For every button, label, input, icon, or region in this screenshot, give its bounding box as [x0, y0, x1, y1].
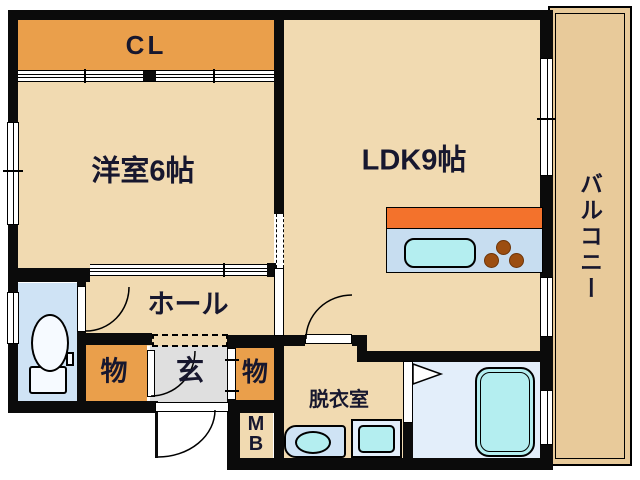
entrance-door-leaf — [155, 412, 158, 458]
kitchen-counter-top — [386, 207, 543, 229]
wall-toilet-right — [77, 282, 86, 403]
wall-ldk-jog — [357, 335, 367, 362]
bathroom-folding-door — [403, 361, 413, 423]
western-room-floor — [18, 70, 274, 276]
western-room-label: 洋室6帖 — [91, 155, 195, 188]
storage-right-door — [225, 348, 239, 400]
meter-box-label-b: B — [248, 433, 264, 455]
window-ldk-right-lower — [540, 277, 553, 337]
western-ldk-partition-dashed — [276, 214, 284, 268]
wall-toilet-top — [18, 268, 90, 282]
wall-bottom-right — [227, 458, 553, 470]
wall-top — [8, 10, 553, 20]
wall-bottom-left — [8, 401, 158, 413]
wall-western-ldk — [274, 20, 284, 214]
ldk-label: LDK9帖 — [361, 144, 467, 177]
bathtub — [475, 367, 535, 457]
storage-left-label: 物 — [100, 356, 128, 387]
wall-hall-bottom-left — [86, 333, 152, 345]
storage-left-door-leaf — [147, 350, 155, 397]
closet-sliding-door — [18, 69, 274, 83]
wall-hall-bottom-right — [227, 335, 284, 348]
closet-label: CL — [125, 30, 167, 60]
wall-bath-left — [403, 422, 413, 458]
toilet-door-opening — [77, 286, 86, 332]
window-ldk-right-upper — [540, 58, 553, 176]
stove-burner-icon — [484, 253, 499, 268]
entrance-label: 玄 — [175, 355, 205, 386]
stove-burner-icon — [509, 253, 524, 268]
window-tick — [537, 118, 556, 120]
entrance-door-opening — [155, 402, 229, 412]
balcony-label: バルコニー — [576, 172, 603, 302]
ldk-floor — [284, 20, 540, 362]
storage-right-label: 物 — [241, 357, 269, 387]
hall-label: ホール — [147, 289, 229, 320]
wall-above-meter-box — [227, 400, 284, 413]
closet-door-center-post — [143, 71, 156, 81]
stove-burner-icon — [496, 240, 511, 255]
window-toilet-left — [7, 292, 19, 344]
wall-ldk-bottom-a — [274, 335, 305, 346]
window-western-left — [7, 122, 19, 225]
storage-right-floor — [236, 346, 274, 400]
window-bathroom — [540, 390, 553, 445]
entrance-step-dashed — [152, 334, 228, 347]
wall-ldk-bottom-c — [360, 351, 543, 362]
toilet-bowl — [31, 314, 69, 372]
wall-slidedoor-endpost — [267, 263, 277, 277]
balcony-area — [548, 6, 632, 466]
meter-box-floor — [240, 413, 273, 458]
balcony-railing-line — [555, 13, 625, 459]
window-tick — [3, 170, 23, 172]
wall-center-lower — [274, 334, 284, 458]
washbasin-bowl — [295, 431, 331, 454]
kitchen-sink — [404, 238, 476, 268]
western-hall-sliding-door — [90, 263, 267, 277]
bathtub-inner-line — [480, 372, 530, 452]
ldk-door-leaf — [305, 334, 352, 344]
dressing-room-label: 脱衣室 — [309, 389, 369, 411]
washing-machine-tub — [358, 425, 395, 453]
storage-left-floor — [86, 345, 147, 402]
wall-entry-right — [227, 401, 240, 470]
closet-floor — [18, 20, 274, 72]
toilet-flush-handle — [66, 352, 74, 366]
meter-box-label-m: M — [247, 413, 265, 435]
hall-ldk-opening — [274, 268, 284, 336]
